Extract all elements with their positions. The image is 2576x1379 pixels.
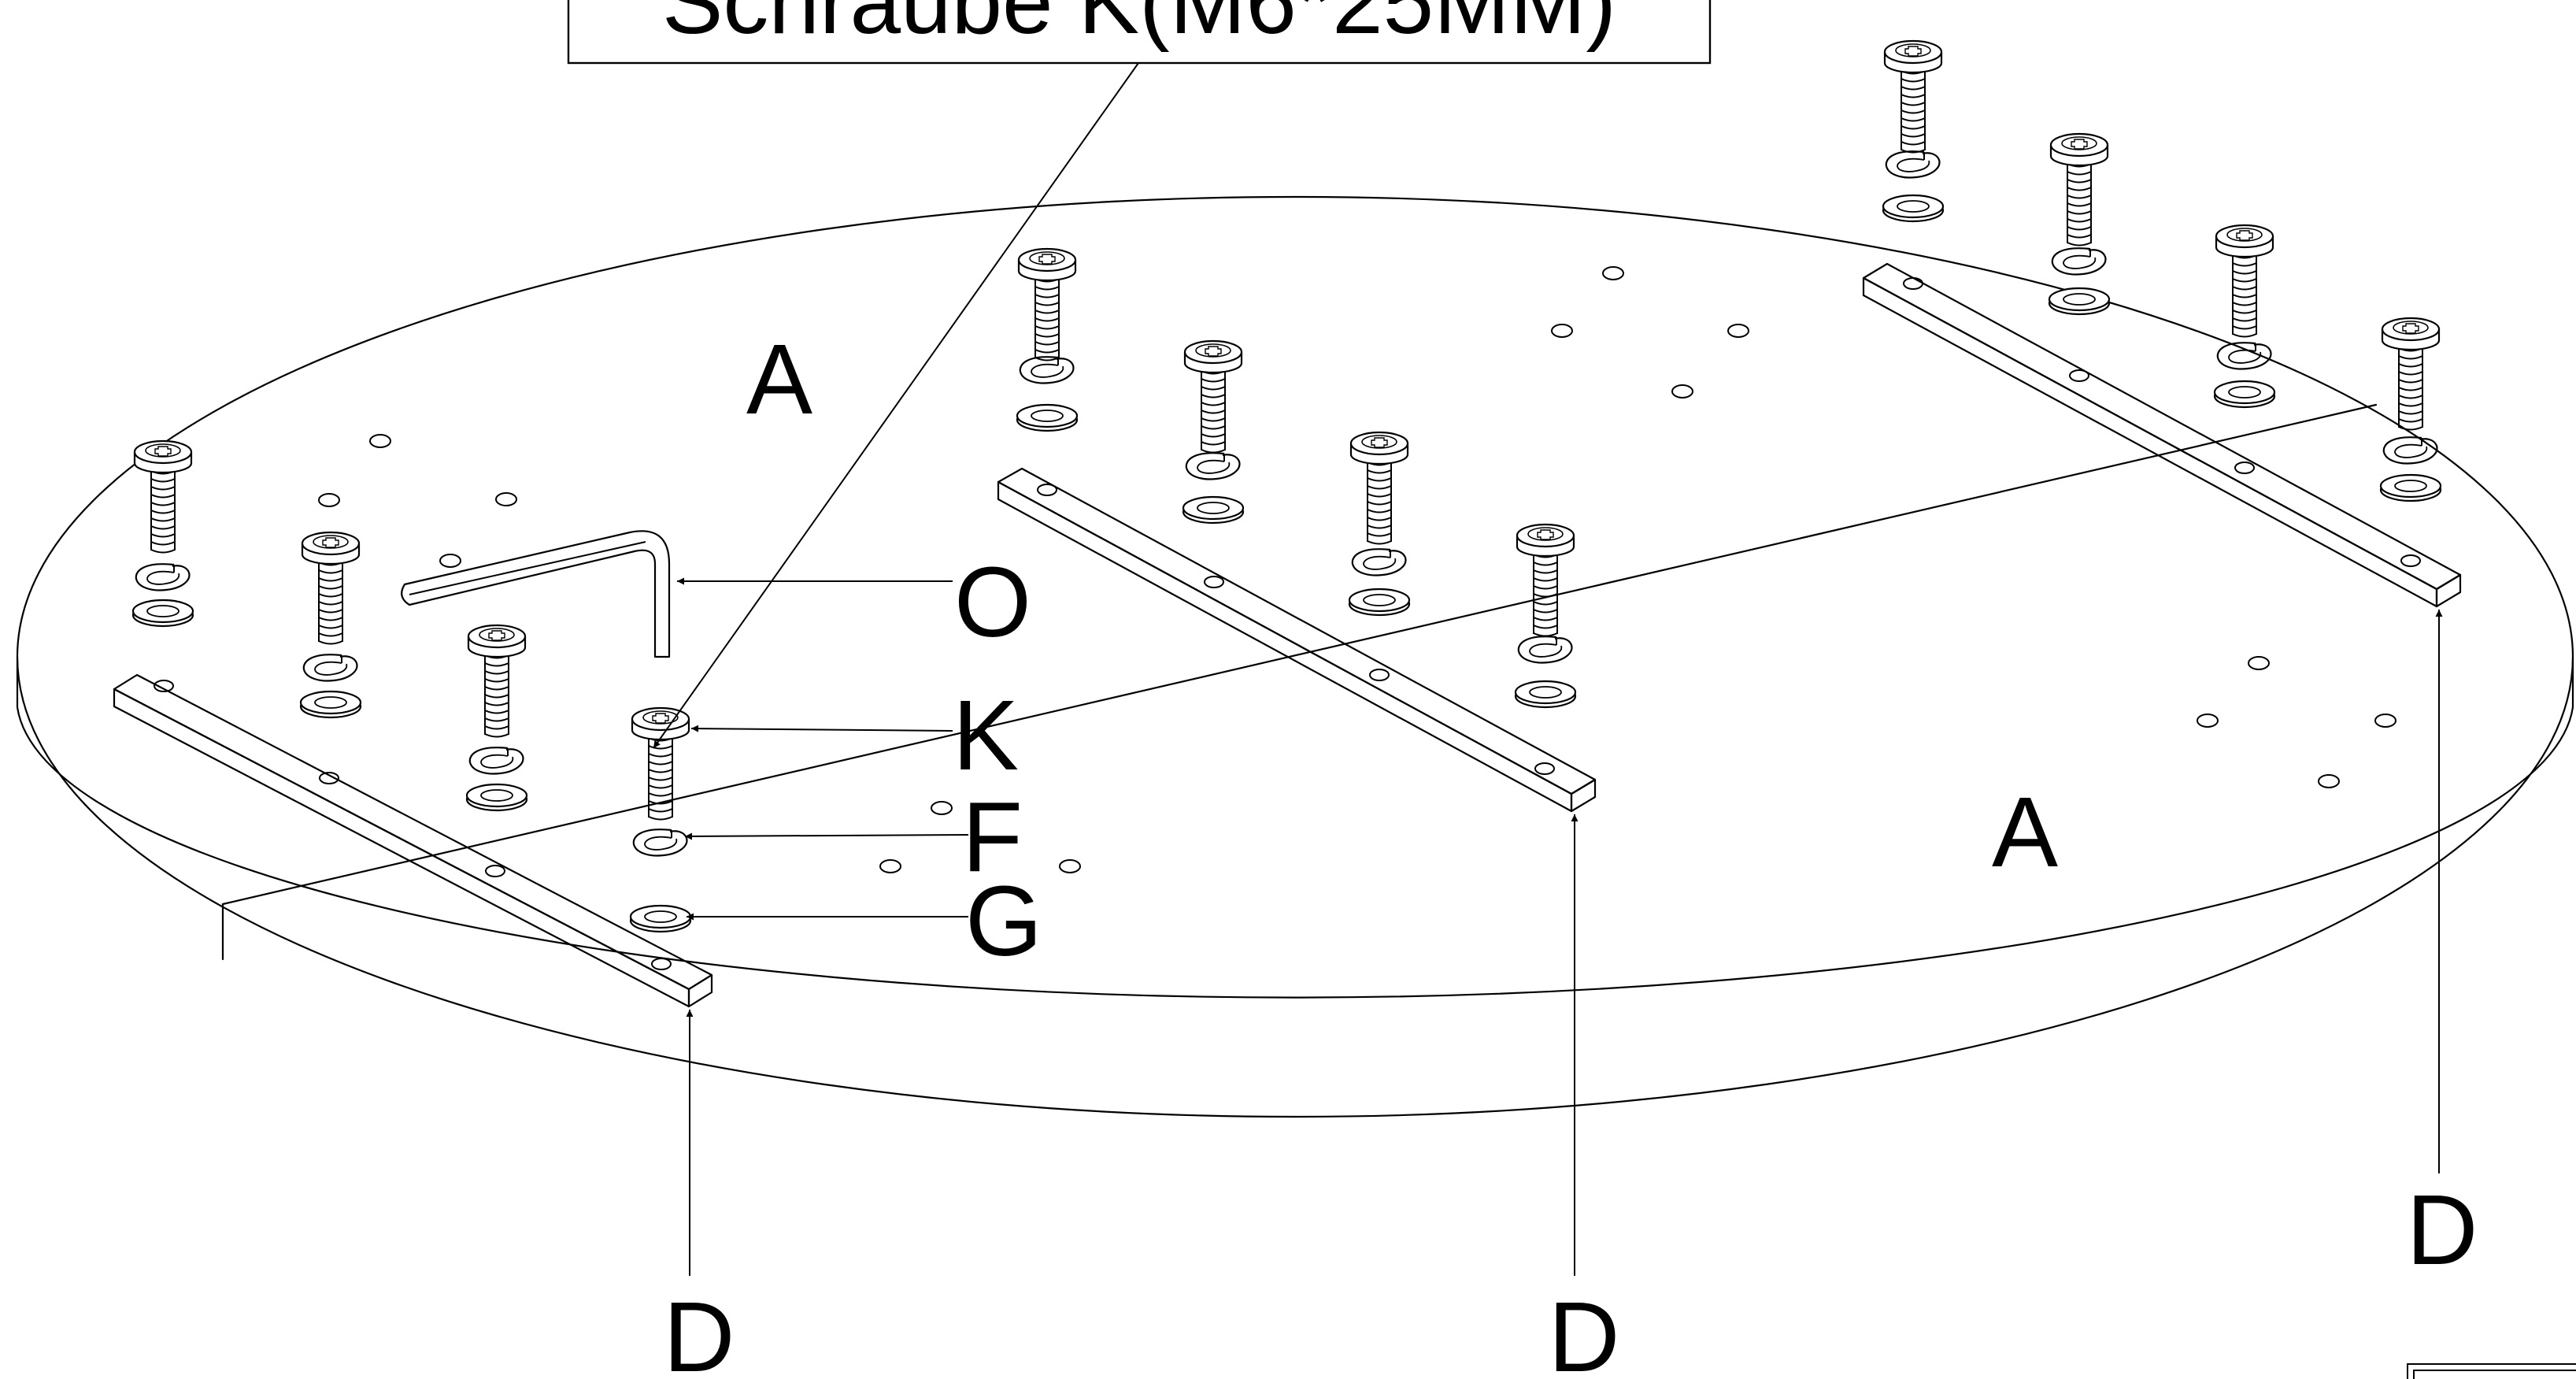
label-bar-right: D: [2407, 1174, 2478, 1285]
callout-text: Schraube K(M6*25MM): [662, 0, 1616, 53]
label-bar-left: D: [664, 1281, 735, 1379]
label-flat-washer: G: [965, 866, 1042, 977]
arrow-icon: [690, 725, 953, 732]
label-spring-washer: F: [962, 781, 1023, 892]
table-top: [16, 195, 2574, 1118]
leader-lines: [653, 62, 2443, 1276]
label-screw: K: [953, 680, 1019, 791]
arrow-icon: [684, 832, 969, 840]
label-part-a-top: A: [746, 324, 812, 435]
label-bar-center: D: [1549, 1281, 1620, 1379]
hardware-stack: [131, 39, 2442, 933]
arrow-icon: [653, 62, 1139, 749]
support-bar-left: [113, 673, 713, 1008]
allen-key-icon: [401, 530, 671, 658]
label-allen-key: O: [954, 547, 1031, 658]
part-labels: A A O K F G D D D: [664, 324, 2478, 1379]
table-seam-line: [221, 403, 2378, 906]
callout: Schraube K(M6*25MM): [567, 0, 1712, 65]
table-holes: [318, 266, 2396, 873]
support-bar-right: [1862, 262, 2462, 608]
label-part-a-right: A: [1992, 777, 2058, 888]
support-bar-center: [997, 467, 1597, 813]
title-block-corner: [2407, 1363, 2576, 1379]
callout-box: [567, 0, 1712, 65]
